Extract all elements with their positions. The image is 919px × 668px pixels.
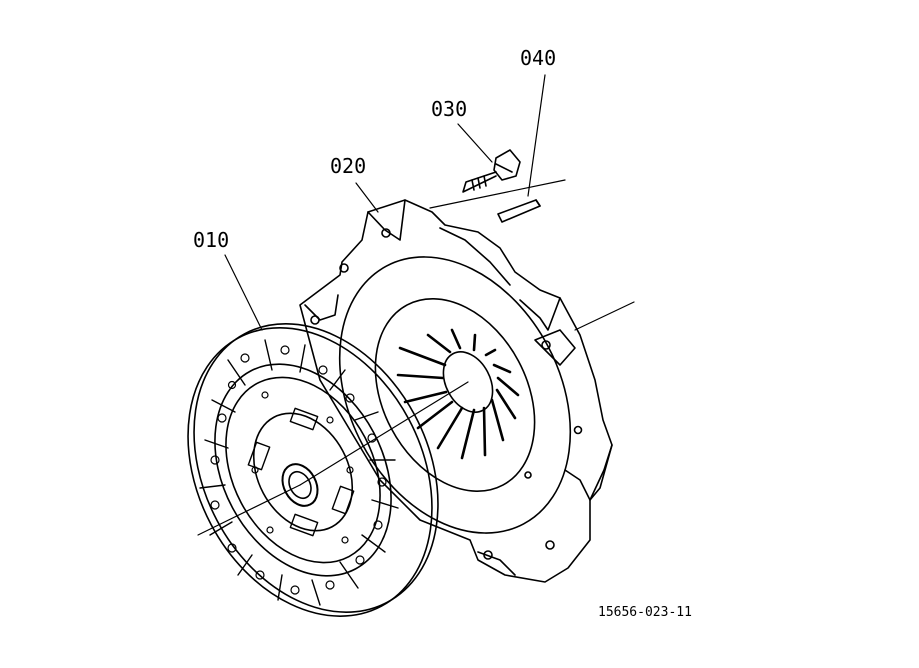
part-label-010: 010 bbox=[193, 228, 230, 252]
leader-lines bbox=[197, 74, 635, 536]
clutch-disc bbox=[187, 323, 439, 617]
pressure-plate-cover bbox=[299, 199, 613, 583]
bolt bbox=[462, 149, 521, 193]
dowel-pin bbox=[497, 199, 541, 223]
part-label-040: 040 bbox=[520, 46, 557, 70]
part-label-020: 020 bbox=[330, 154, 367, 178]
reference-number: 15656-023-11 bbox=[598, 605, 692, 620]
part-label-030: 030 bbox=[431, 97, 468, 121]
